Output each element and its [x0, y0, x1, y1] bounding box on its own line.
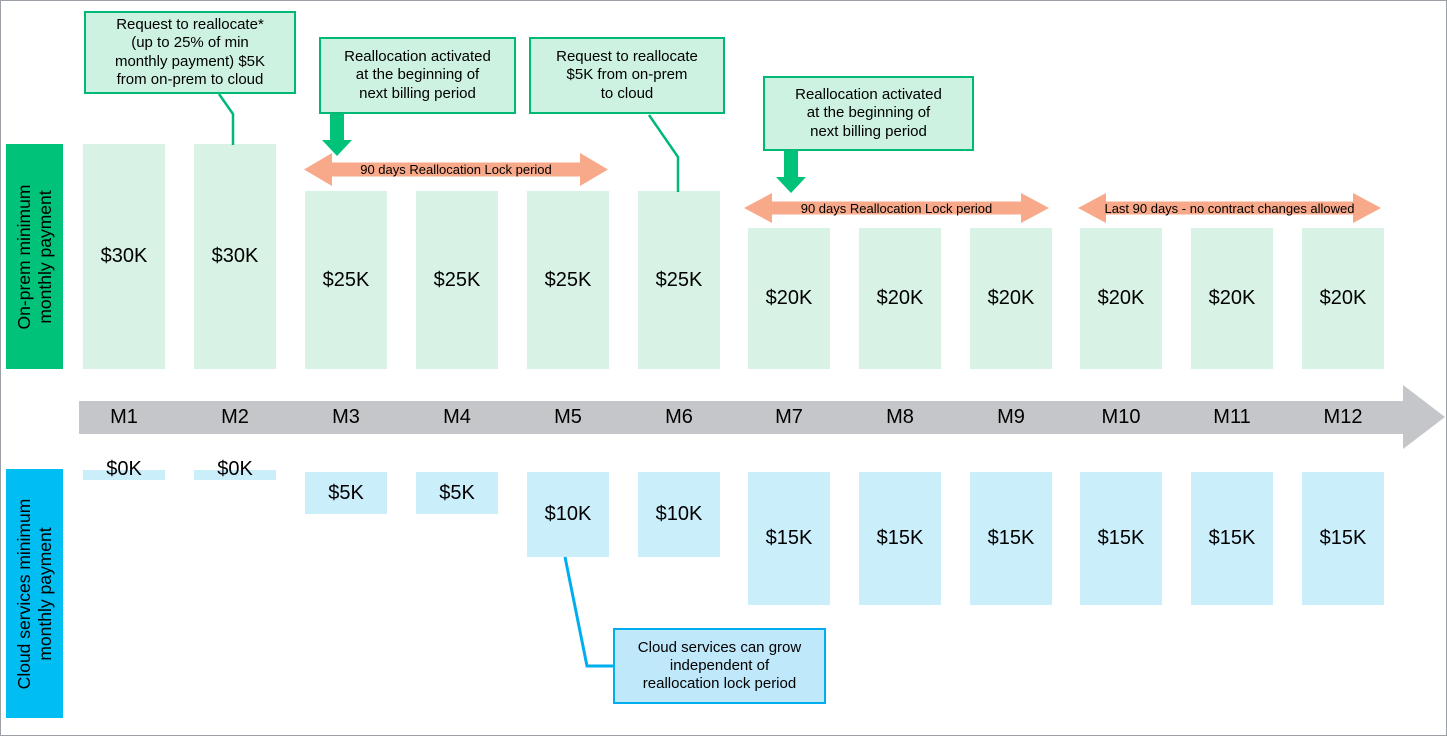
- cloud-zero-bar: [194, 470, 276, 480]
- bar-value: $20K: [1208, 287, 1256, 309]
- bar-value: $10K: [544, 503, 592, 525]
- cloud-bar: $10K: [527, 472, 609, 557]
- cloud-bar: $5K: [416, 472, 498, 514]
- cloud-row-label-text: Cloud services minimum monthly payment: [13, 498, 55, 689]
- callout-reallocation-activated-2: Reallocation activated at the beginning …: [763, 76, 974, 151]
- bar-value: $25K: [544, 268, 592, 291]
- cloud-bar: $15K: [1302, 472, 1384, 605]
- last-90-days-arrow: Last 90 days - no contract changes allow…: [1078, 193, 1381, 223]
- connector-cloud-growth-to-m5: [563, 556, 614, 668]
- cloud-bar: $15K: [859, 472, 941, 605]
- month-label: M1: [110, 406, 138, 428]
- onprem-bar: $20K: [1191, 228, 1273, 369]
- cloud-bar: $15K: [1191, 472, 1273, 605]
- bar-value: $20K: [1097, 287, 1145, 309]
- cloud-bar: $15K: [1080, 472, 1162, 605]
- callout-request-reallocate-1: Request to reallocate* (up to 25% of min…: [84, 11, 296, 94]
- onprem-bar: $30K: [194, 144, 276, 369]
- cloud-bar: $15K: [748, 472, 830, 605]
- timeline-bar: [79, 401, 1404, 434]
- month-label: M5: [554, 406, 582, 428]
- connector-request2-to-m6: [647, 114, 680, 192]
- callout-reallocation-activated-1: Reallocation activated at the beginning …: [319, 37, 516, 114]
- month-label: M4: [443, 406, 471, 428]
- bar-value: $20K: [876, 287, 924, 309]
- onprem-bar: $20K: [1080, 228, 1162, 369]
- onprem-bar: $20K: [1302, 228, 1384, 369]
- bar-value: $25K: [433, 268, 481, 291]
- bar-value: $15K: [1208, 527, 1256, 549]
- bar-value: $15K: [765, 527, 813, 549]
- bar-value: $15K: [1097, 527, 1145, 549]
- onprem-row-label-text: On-prem minimum monthly payment: [13, 184, 55, 329]
- month-label: M10: [1101, 406, 1141, 428]
- month-label: M7: [775, 406, 803, 428]
- bar-value: $20K: [987, 287, 1035, 309]
- month-label: M2: [221, 406, 249, 428]
- onprem-bar: $20K: [859, 228, 941, 369]
- timeline-arrowhead: [1403, 385, 1445, 449]
- last-90-days-arrow-label: Last 90 days - no contract changes allow…: [1104, 200, 1355, 216]
- bar-value: $20K: [1319, 287, 1367, 309]
- cloud-bar: $5K: [305, 472, 387, 514]
- onprem-bar: $30K: [83, 144, 165, 369]
- bar-value: $30K: [211, 245, 259, 267]
- lock-period-arrow-label: 90 days Reallocation Lock period: [360, 162, 552, 177]
- double-arrow-icon: [304, 153, 608, 186]
- onprem-bar: $25K: [305, 191, 387, 369]
- bar-value: $20K: [765, 287, 813, 309]
- bar-value: $5K: [328, 481, 364, 504]
- cloud-row-label: Cloud services minimum monthly payment: [6, 469, 63, 718]
- lock-period-arrow-1: 90 days Reallocation Lock period: [304, 153, 608, 186]
- double-arrow-icon: [744, 193, 1049, 223]
- cloud-zero-bar: [83, 470, 165, 480]
- callout-request-reallocate-2: Request to reallocate $5K from on-prem t…: [529, 37, 725, 114]
- month-label: M3: [332, 406, 360, 428]
- onprem-bar: $25K: [638, 191, 720, 369]
- lock-period-arrow-2: 90 days Reallocation Lock period: [744, 193, 1049, 223]
- month-label: M11: [1213, 406, 1251, 428]
- double-arrow-icon: [1078, 193, 1381, 223]
- cloud-bar: $15K: [970, 472, 1052, 605]
- bar-value: $25K: [655, 268, 703, 291]
- bar-value: $15K: [876, 527, 924, 549]
- onprem-bar: $20K: [748, 228, 830, 369]
- month-label: M9: [997, 406, 1025, 428]
- lock-period-arrow-label: 90 days Reallocation Lock period: [800, 200, 993, 216]
- onprem-bar: $20K: [970, 228, 1052, 369]
- onprem-bar: $25K: [416, 191, 498, 369]
- bar-value: $5K: [439, 481, 475, 504]
- bar-value: $15K: [987, 527, 1035, 549]
- month-label: M12: [1323, 406, 1363, 428]
- onprem-row-label: On-prem minimum monthly payment: [6, 144, 63, 369]
- month-label: M8: [886, 406, 914, 428]
- bar-value: $25K: [322, 268, 370, 291]
- month-label: M6: [665, 406, 693, 428]
- onprem-bar: $25K: [527, 191, 609, 369]
- down-arrow-icon: [322, 114, 352, 161]
- callout-cloud-growth: Cloud services can grow independent of r…: [613, 628, 826, 704]
- bar-value: $0K: [106, 458, 142, 480]
- bar-value: $10K: [655, 503, 703, 525]
- connector-request1-to-m2: [217, 93, 235, 145]
- bar-value: $15K: [1319, 527, 1367, 549]
- cloud-bar: $10K: [638, 472, 720, 557]
- bar-value: $30K: [100, 245, 148, 267]
- bar-value: $0K: [217, 458, 253, 480]
- down-arrow-icon: [776, 151, 806, 198]
